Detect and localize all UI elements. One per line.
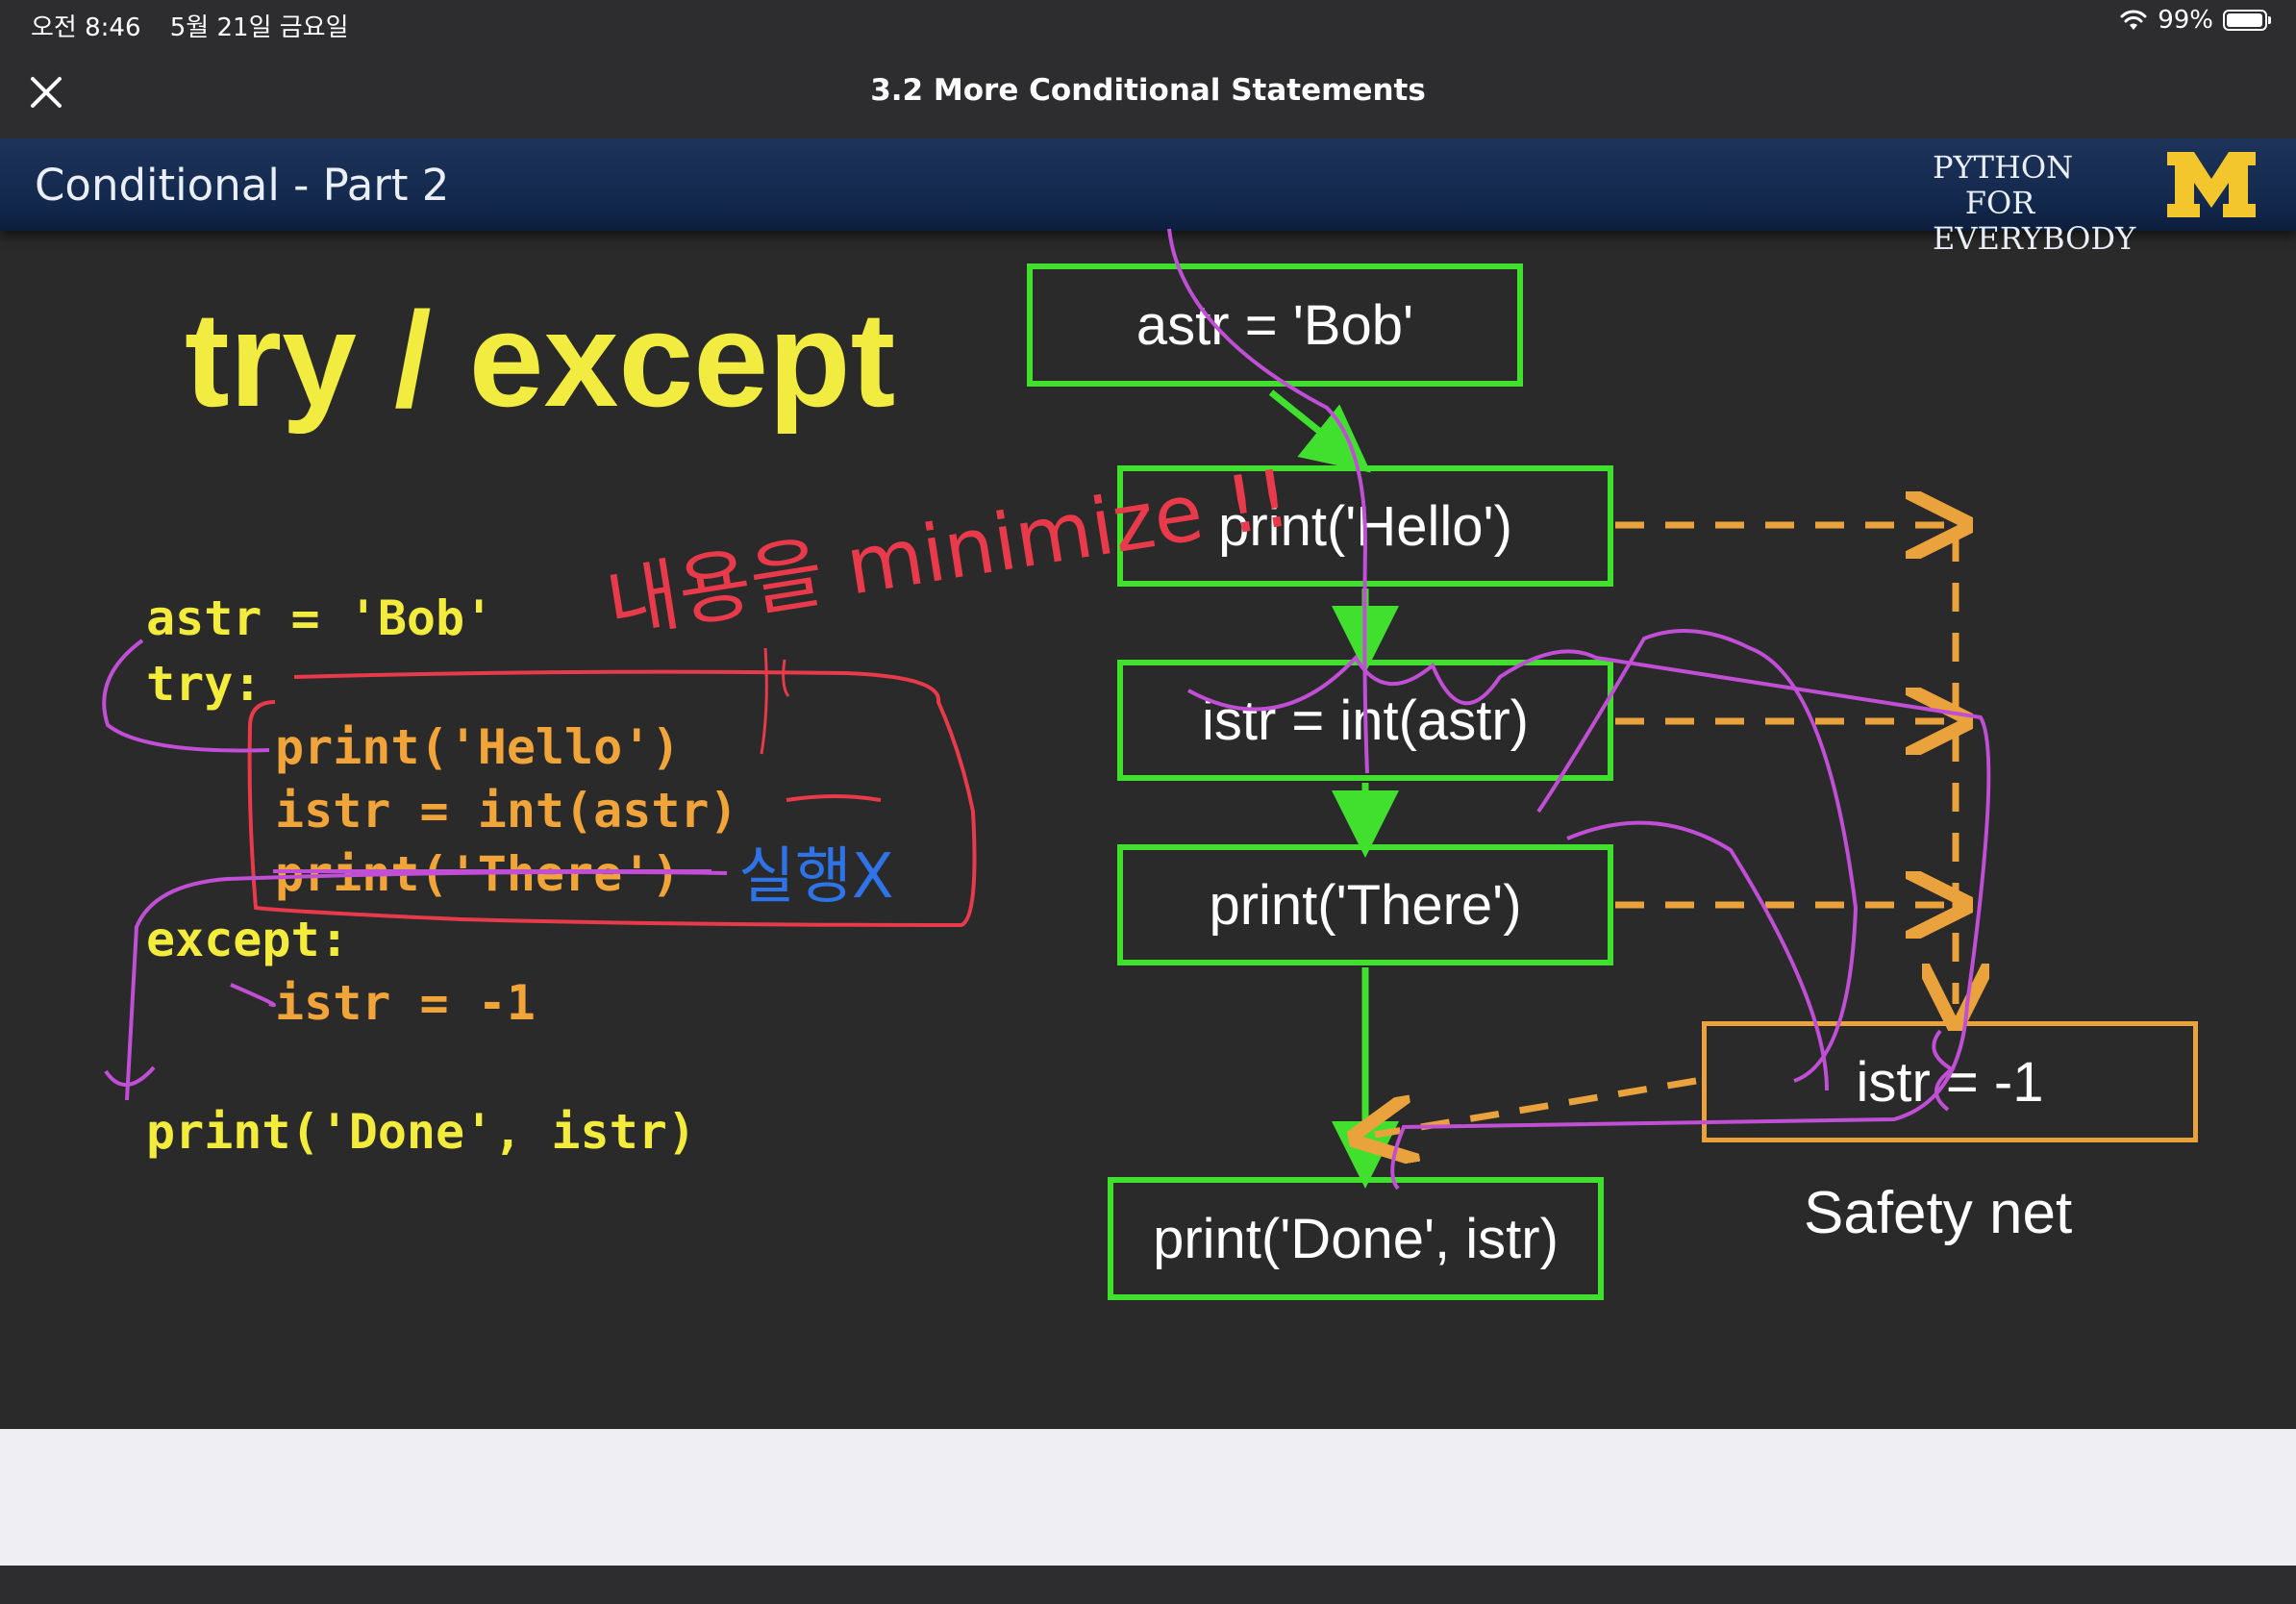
code-line: print('Done', istr) — [146, 1104, 696, 1160]
slide-header-title: Conditional - Part 2 — [35, 160, 450, 211]
below-video-area — [0, 1429, 2296, 1566]
flow-connectors — [102, 228, 1991, 1190]
code-line: print('Hello') — [275, 719, 681, 775]
slide-big-title: try / except — [185, 284, 896, 435]
lecture-title: 3.2 More Conditional Statements — [870, 73, 1426, 108]
status-date: 5월 21일 금요일 — [169, 13, 349, 42]
code-line: astr = 'Bob' — [146, 590, 494, 646]
status-right: 99% — [2119, 6, 2271, 35]
nav-bar: 3.2 More Conditional Statements — [0, 46, 2296, 138]
slide-header: Conditional - Part 2 PYTHON FOR EVERYBOD… — [0, 138, 2296, 257]
handwritten-note-blue: 실행X — [738, 841, 894, 913]
brand-line-1: PYTHON FOR — [1933, 149, 2074, 221]
status-left: 오전 8:46 5월 21일 금요일 — [31, 8, 370, 43]
flow-box-print-there: print('There') — [1117, 844, 1613, 965]
battery-percent: 99% — [2158, 6, 2213, 35]
safety-net-label: Safety net — [1804, 1180, 2073, 1246]
bottom-bar — [0, 1566, 2296, 1604]
university-logo — [2167, 152, 2256, 217]
code-line: istr = -1 — [275, 975, 536, 1031]
flow-box-astr: astr = 'Bob' — [1027, 263, 1523, 387]
code-line: try: — [146, 656, 262, 712]
status-bar: 오전 8:46 5월 21일 금요일 99% — [0, 0, 2296, 46]
wifi-icon — [2120, 10, 2147, 30]
code-line: except: — [146, 912, 349, 967]
video-player[interactable]: Conditional - Part 2 PYTHON FOR EVERYBOD… — [0, 138, 2296, 1429]
close-button[interactable] — [25, 71, 67, 113]
code-line: istr = int(astr) — [275, 783, 738, 839]
status-time: 오전 8:46 — [31, 13, 141, 42]
close-icon — [31, 77, 62, 108]
battery-icon — [2223, 10, 2271, 31]
